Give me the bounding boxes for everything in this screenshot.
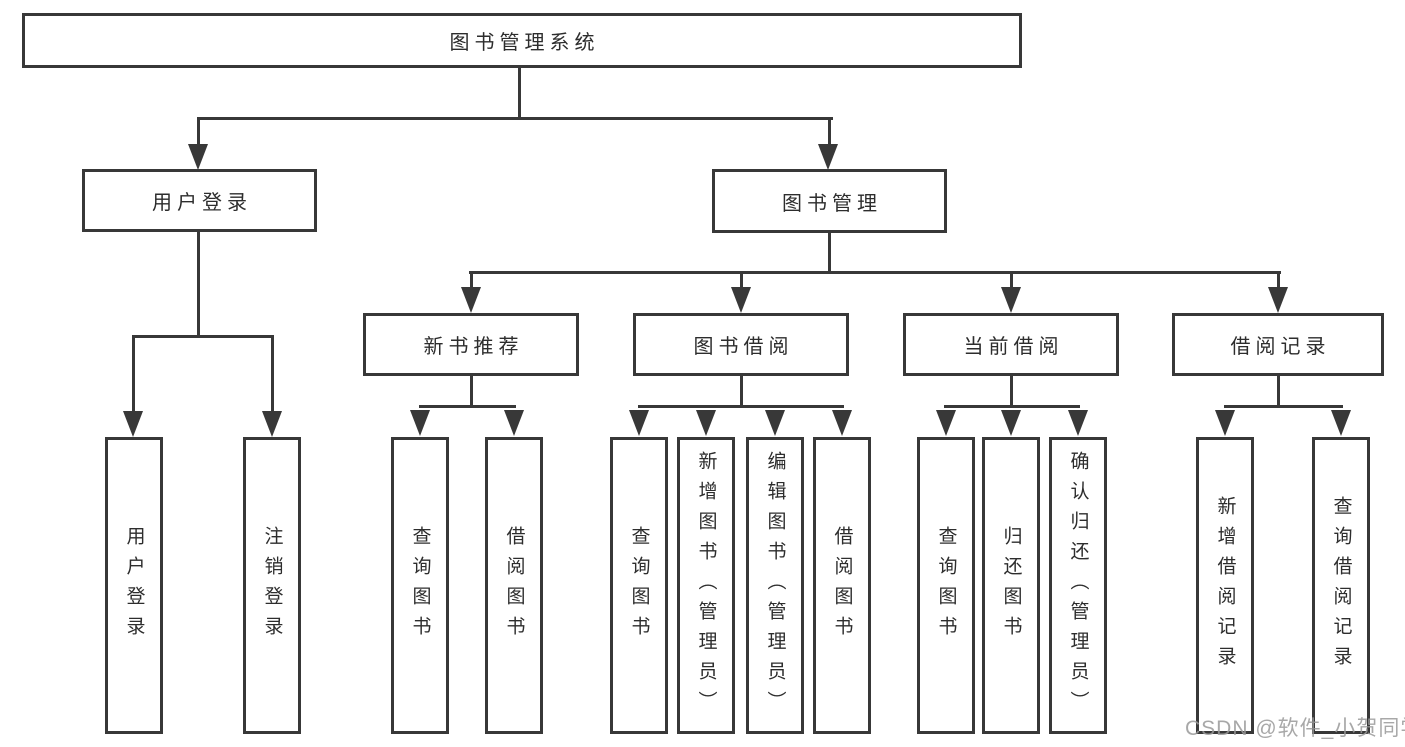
arrow-down-icon [818,144,838,170]
connector-currentborrow-hbar [944,405,1080,408]
connector-newbook-vline [470,376,473,407]
leaf-user-login: 用户登录 [105,437,163,734]
arrow-down-icon [1268,287,1288,313]
node-borrow-records: 借阅记录 [1172,313,1384,376]
leaf-query-books-1: 查询图书 [391,437,449,734]
node-current-borrow: 当前借阅 [903,313,1119,376]
node-new-book-recommend: 新书推荐 [363,313,579,376]
connector-currentborrow-stub [1010,274,1013,288]
arrow-down-icon [629,410,649,436]
arrow-down-icon [188,144,208,170]
node-user-login: 用户登录 [82,169,317,232]
connector-borrowrecord-hbar [1224,405,1343,408]
leaf-logout: 注销登录 [243,437,301,734]
connector-borrowrecord-stub [1277,274,1280,288]
arrow-down-icon [461,287,481,313]
leaf-borrow-books-1: 借阅图书 [485,437,543,734]
arrow-down-icon [1068,410,1088,436]
arrow-down-icon [696,410,716,436]
leaf-query-books-2: 查询图书 [610,437,668,734]
connector-borrowrecord-vline [1277,376,1280,407]
leaf-label: 编辑图书（管理员） [764,450,786,721]
leaf-return-books: 归还图书 [982,437,1040,734]
connector-bookmgmt-stub [828,120,831,146]
connector-bookborrow-hbar [638,405,844,408]
leaf-borrow-books-2: 借阅图书 [813,437,871,734]
node-book-borrow: 图书借阅 [633,313,849,376]
csdn-watermark: CSDN @软件_小贺同学 [1185,717,1405,740]
arrow-down-icon [410,410,430,436]
arrow-down-icon [936,410,956,436]
leaf-label: 查询图书 [628,525,650,646]
leaf-label: 新增借阅记录 [1214,495,1236,676]
leaf-label: 归还图书 [1000,525,1022,646]
arrow-down-icon [262,411,282,437]
arrow-down-icon [832,410,852,436]
arrow-down-icon [1331,410,1351,436]
connector-newbook-hbar [419,405,516,408]
node-root: 图书管理系统 [22,13,1022,68]
connector-userlogin-stub [197,120,200,146]
connector-root-vline [518,68,521,118]
leaf-label: 新增图书（管理员） [695,450,717,721]
leaf-query-borrow-record: 查询借阅记录 [1312,437,1370,734]
leaf-label: 查询图书 [409,525,431,646]
leaf-query-books-3: 查询图书 [917,437,975,734]
node-book-management: 图书管理 [712,169,947,233]
connector-userlogin-hbar [132,335,274,338]
arrow-down-icon [731,287,751,313]
leaf-add-books-admin: 新增图书（管理员） [677,437,735,734]
connector-userlogin-leaf1-stub [132,338,135,411]
leaf-add-borrow-record: 新增借阅记录 [1196,437,1254,734]
leaf-label: 查询图书 [935,525,957,646]
leaf-label: 用户登录 [123,525,145,646]
leaf-label: 查询借阅记录 [1330,495,1352,676]
arrow-down-icon [1001,410,1021,436]
connector-bookborrow-vline [740,376,743,407]
arrow-down-icon [1215,410,1235,436]
arrow-down-icon [123,411,143,437]
leaf-label: 借阅图书 [503,525,525,646]
connector-newbook-stub [470,274,473,288]
connector-bookborrow-stub [740,274,743,288]
connector-currentborrow-vline [1010,376,1013,407]
connector-bookmgmt-vline [828,233,831,273]
connector-level3-hbar [469,271,1281,274]
leaf-edit-books-admin: 编辑图书（管理员） [746,437,804,734]
leaf-confirm-return-admin: 确认归还（管理员） [1049,437,1107,734]
arrow-down-icon [1001,287,1021,313]
leaf-label: 确认归还（管理员） [1067,450,1089,721]
connector-userlogin-vline [197,232,200,335]
connector-userlogin-leaf2-stub [271,338,274,411]
arrow-down-icon [765,410,785,436]
leaf-label: 借阅图书 [831,525,853,646]
connector-root-hbar [197,117,833,120]
arrow-down-icon [504,410,524,436]
leaf-label: 注销登录 [261,525,283,646]
